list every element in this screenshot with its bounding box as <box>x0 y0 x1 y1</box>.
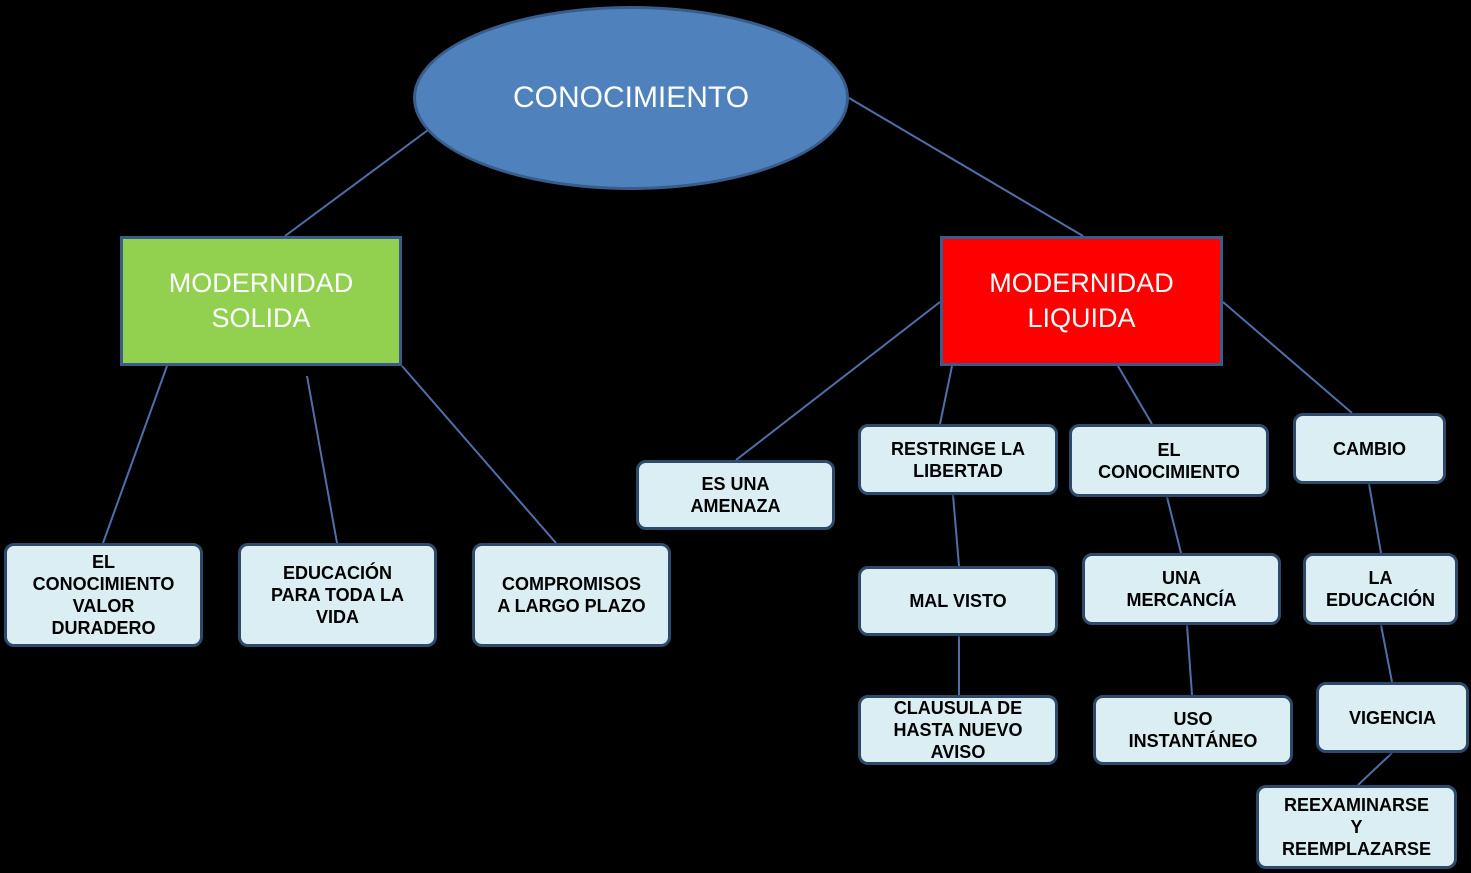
leaf-compromisos-largo-plazo: COMPROMISOS A LARGO PLAZO <box>472 543 671 647</box>
leaf-es-una-amenaza: ES UNA AMENAZA <box>636 460 835 530</box>
leaf-el-conocimiento-label: EL CONOCIMIENTO <box>1098 439 1240 482</box>
concept-conocimiento-label: CONOCIMIENTO <box>512 81 750 114</box>
connector-educacion-vigencia <box>1380 624 1393 683</box>
connector-solida-educacion <box>306 375 338 544</box>
leaf-la-educacion-label: LA EDUCACIÓN <box>1325 568 1435 610</box>
leaf-mal-visto-label: MAL VISTO <box>909 591 1007 611</box>
leaf-cambio: CAMBIO <box>1293 413 1446 484</box>
connector-liquida-cambio <box>1222 301 1353 414</box>
leaf-es-una-amenaza-label: ES UNA AMENAZA <box>690 474 781 516</box>
leaf-vigencia: VIGENCIA <box>1316 682 1469 753</box>
concept-modernidad-liquida: MODERNIDAD LIQUIDA <box>940 236 1223 366</box>
connector-vigencia-reexaminarse <box>1357 752 1393 786</box>
leaf-educacion-toda-vida-label: EDUCACIÓN PARA TODA LA VIDA <box>271 563 404 627</box>
connector-solida-compromisos <box>401 365 557 544</box>
connector-liquida-amenaza <box>735 301 941 461</box>
connector-liquida-restringe <box>939 365 953 425</box>
connector-conocimiento-solida <box>284 129 429 237</box>
leaf-uso-instantaneo-label: USO INSTANTÁNEO <box>1128 709 1258 751</box>
leaf-reexaminarse: REEXAMINARSE Y REEMPLAZARSE <box>1256 785 1457 869</box>
leaf-una-mercancia: UNA MERCANCÍA <box>1082 553 1281 625</box>
connector-liquida-conocimiento <box>1117 365 1153 425</box>
connector-cambio-educacion <box>1368 483 1382 554</box>
leaf-clausula-label: CLAUSULA DE HASTA NUEVO AVISO <box>893 698 1023 762</box>
leaf-conocimiento-valor-duradero: EL CONOCIMIENTO VALOR DURADERO <box>4 543 203 647</box>
concept-modernidad-liquida-label: MODERNIDAD LIQUIDA <box>989 268 1174 333</box>
concept-modernidad-solida: MODERNIDAD SOLIDA <box>120 236 402 366</box>
leaf-cambio-label: CAMBIO <box>1333 438 1406 459</box>
leaf-vigencia-label: VIGENCIA <box>1348 707 1436 728</box>
connector-conocimiento-mercancia <box>1166 496 1182 554</box>
concept-conocimiento: CONOCIMIENTO <box>413 6 849 190</box>
leaf-conocimiento-valor-duradero-label: EL CONOCIMIENTO VALOR DURADERO <box>32 552 175 638</box>
leaf-la-educacion: LA EDUCACIÓN <box>1303 553 1458 625</box>
concept-modernidad-solida-label: MODERNIDAD SOLIDA <box>168 268 354 333</box>
leaf-mal-visto: MAL VISTO <box>858 566 1058 636</box>
leaf-restringe-libertad-label: RESTRINGE LA LIBERTAD <box>890 438 1025 481</box>
leaf-reexaminarse-label: REEXAMINARSE Y REEMPLAZARSE <box>1281 795 1431 859</box>
leaf-una-mercancia-label: UNA MERCANCÍA <box>1126 568 1237 610</box>
connector-conocimiento-liquida <box>848 97 1084 237</box>
leaf-el-conocimiento: EL CONOCIMIENTO <box>1069 424 1269 497</box>
leaf-educacion-toda-vida: EDUCACIÓN PARA TODA LA VIDA <box>238 543 437 647</box>
connector-solida-valor <box>102 365 168 544</box>
connector-mercancia-uso <box>1186 624 1193 696</box>
leaf-compromisos-largo-plazo-label: COMPROMISOS A LARGO PLAZO <box>497 574 646 616</box>
leaf-restringe-libertad: RESTRINGE LA LIBERTAD <box>858 424 1058 495</box>
connector-restringe-malvisto <box>952 494 960 567</box>
leaf-clausula: CLAUSULA DE HASTA NUEVO AVISO <box>858 695 1058 765</box>
leaf-uso-instantaneo: USO INSTANTÁNEO <box>1093 695 1293 765</box>
